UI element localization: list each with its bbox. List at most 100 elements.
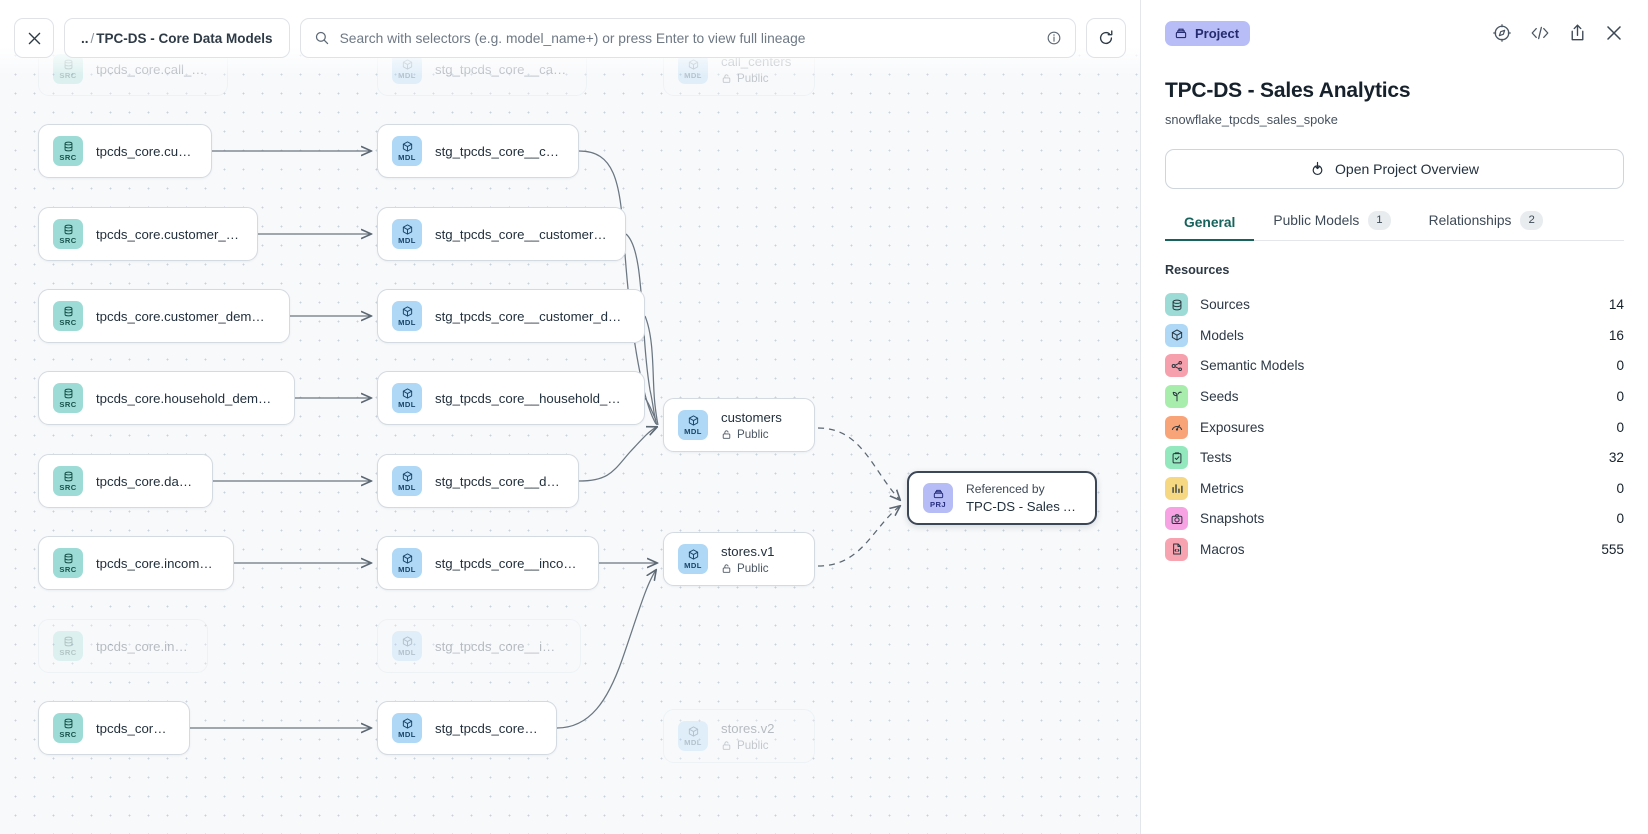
project-icon: [933, 490, 943, 499]
node-visibility: Public: [721, 428, 782, 441]
resource-count: 0: [1616, 511, 1624, 527]
resource-count: 0: [1616, 419, 1624, 435]
clipboard-check-icon: [1165, 446, 1188, 470]
download-overview-icon: [1312, 161, 1323, 176]
graph-nodes-icon: [1165, 354, 1188, 378]
view-code-button[interactable]: [1529, 24, 1551, 42]
lineage-canvas[interactable]: SRCtpcds_core.call_centerMDLstg_tpcds_co…: [0, 0, 1140, 834]
node-type-badge-mdl: MDL: [392, 548, 422, 578]
node-body: tpcds_core.inventory: [96, 639, 189, 654]
node-body: Referenced by TPC-DS - Sales Analytics: [966, 482, 1077, 514]
graph-node[interactable]: SRC tpcds_core.customer: [38, 124, 212, 178]
database-icon: [1172, 299, 1181, 311]
database-icon: [64, 141, 72, 152]
node-type-label: MDL: [684, 561, 702, 571]
info-icon[interactable]: [1046, 30, 1062, 46]
resource-label: Snapshots: [1200, 511, 1265, 527]
node-title: stg_tpcds_core__inventory: [435, 638, 562, 654]
graph-node[interactable]: MDL stg_tpcds_core__income_band: [377, 536, 599, 590]
resource-row-exposures[interactable]: Exposures 0: [1165, 412, 1624, 443]
node-title: stg_tpcds_core__household_demogr…: [435, 390, 626, 406]
node-body: tpcds_core.customer_address: [96, 227, 239, 242]
open-project-overview-label: Open Project Overview: [1335, 161, 1479, 177]
open-project-overview-button[interactable]: Open Project Overview: [1165, 149, 1624, 189]
resource-row-snapshots[interactable]: Snapshots 0: [1165, 504, 1624, 535]
resource-type-chip[interactable]: Project: [1165, 20, 1251, 46]
resource-label: Sources: [1200, 297, 1250, 313]
lineage-search[interactable]: [299, 18, 1076, 58]
node-title: stg_tpcds_core__income_band: [435, 555, 580, 571]
graph-node[interactable]: PRJ Referenced by TPC-DS - Sales Analytic…: [907, 471, 1097, 525]
node-type-label: MDL: [684, 427, 702, 437]
node-body: tpcds_core.customer: [96, 144, 193, 159]
node-title: stg_tpcds_core__customer_demogra…: [435, 308, 626, 324]
tab-label: Relationships: [1428, 213, 1512, 229]
cube-icon: [1171, 329, 1182, 341]
search-input[interactable]: [339, 30, 1036, 46]
node-type-badge-prj: PRJ: [923, 483, 953, 513]
cube-icon: [402, 306, 412, 317]
node-type-label: MDL: [398, 318, 416, 328]
breadcrumb-label: TPC-DS - Core Data Models: [96, 30, 273, 46]
node-type-label: PRJ: [930, 500, 946, 510]
node-visibility-label: Public: [737, 738, 769, 752]
share-button[interactable]: [1568, 23, 1587, 43]
graph-node[interactable]: SRC tpcds_core.customer_address: [38, 207, 258, 261]
refresh-button[interactable]: [1086, 18, 1126, 58]
refresh-icon: [1099, 30, 1113, 45]
node-visibility: Public: [721, 739, 775, 752]
node-title: tpcds_core.inventory: [96, 638, 189, 654]
cube-icon: [688, 415, 698, 426]
gauge-icon: [1165, 415, 1188, 439]
cube-icon: [402, 141, 412, 152]
node-title: tpcds_core.date_dim: [96, 473, 194, 489]
gauge-icon: [1171, 424, 1182, 431]
node-type-label: SRC: [59, 483, 77, 493]
node-type-label: SRC: [59, 236, 77, 246]
tab-general[interactable]: General: [1165, 215, 1255, 242]
node-title: stg_tpcds_core__customer_address: [435, 226, 607, 242]
close-panel-button[interactable]: [1604, 23, 1624, 43]
close-lineage-button[interactable]: [14, 18, 54, 58]
node-body: tpcds_core.date_dim: [96, 474, 194, 489]
breadcrumb[interactable]: .. / TPC-DS - Core Data Models: [64, 18, 290, 58]
node-type-label: MDL: [684, 738, 702, 748]
lock-open-icon: [722, 563, 731, 573]
node-title: tpcds_core.store: [96, 720, 171, 736]
graph-node[interactable]: MDL stg_tpcds_core__customer_demogra…: [377, 289, 645, 343]
graph-node[interactable]: SRC tpcds_core.date_dim: [38, 454, 213, 508]
node-visibility-label: Public: [737, 427, 769, 441]
explore-button[interactable]: [1492, 23, 1512, 43]
resource-label: Semantic Models: [1200, 358, 1305, 374]
resource-label: Metrics: [1200, 480, 1244, 496]
node-type-label: SRC: [59, 153, 77, 163]
cube-icon: [688, 549, 698, 560]
resource-label: Exposures: [1200, 419, 1265, 435]
graph-node[interactable]: MDLstg_tpcds_core__household_demogr…: [377, 371, 645, 425]
camera-icon: [1165, 507, 1188, 531]
database-icon: [1165, 293, 1188, 317]
